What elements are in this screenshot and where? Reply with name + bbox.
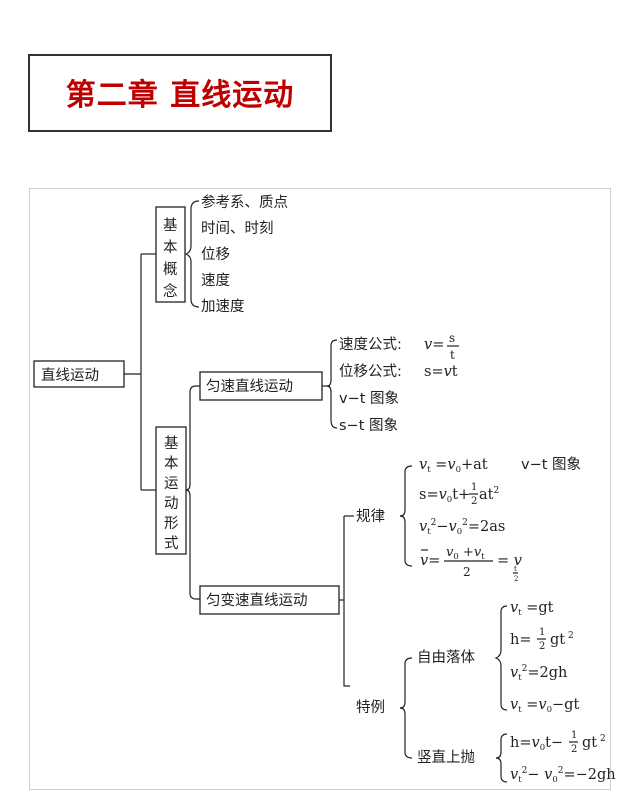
svg-text:vt2−v02=2as: vt2−v02=2as — [419, 518, 505, 537]
root-node-label: 直线运动 — [41, 367, 99, 384]
svg-text:vt =gt: vt =gt — [510, 600, 554, 618]
svg-text:v=: v= — [424, 337, 444, 353]
variable-trunk — [343, 516, 350, 687]
rules-brace — [399, 465, 413, 567]
motion-label-char: 基 — [164, 435, 179, 452]
svg-text:s: s — [449, 331, 455, 345]
concepts-brace — [184, 200, 200, 308]
root-node-box — [33, 360, 125, 388]
svg-text:h=: h= — [510, 632, 532, 648]
svg-text:vt =v0−gt: vt =v0−gt — [510, 697, 579, 715]
displacement-formula-label: 位移公式: — [339, 363, 402, 380]
svg-text:t: t — [450, 348, 455, 362]
motion-label-char: 本 — [164, 455, 179, 472]
motion-label-char: 形 — [164, 515, 179, 532]
svg-text:1: 1 — [571, 730, 577, 741]
rule-formula-4: v= v0 +vt 2 = v t 2 — [420, 545, 523, 583]
svg-text:v0 +vt: v0 +vt — [446, 545, 485, 562]
free-fall-label: 自由落体 — [417, 649, 475, 666]
vertical-throw-label: 竖直上抛 — [417, 749, 475, 766]
svg-text:at2: at2 — [479, 486, 499, 503]
concept-label-char: 基 — [163, 217, 178, 234]
motion-label-char: 运 — [164, 475, 179, 492]
svg-text:vt2=2gh: vt2=2gh — [510, 664, 567, 683]
uniform-st-graph: s−t 图象 — [339, 417, 398, 434]
rules-label: 规律 — [356, 508, 385, 525]
concept-item: 加速度 — [201, 298, 245, 315]
svg-text:1: 1 — [471, 482, 477, 493]
diagram-frame — [29, 188, 611, 790]
motion-brace — [185, 385, 200, 600]
vertical-throw-formula-2: vt2− v02=−2gh — [510, 766, 616, 785]
svg-text:1: 1 — [539, 627, 545, 638]
motion-label-char: 动 — [164, 495, 179, 512]
concept-label-char: 概 — [163, 261, 178, 278]
variable-motion-box — [199, 585, 340, 615]
svg-text:gt 2: gt 2 — [582, 734, 606, 751]
motion-label-char: 式 — [164, 535, 179, 552]
free-fall-formula-4: vt =v0−gt — [510, 697, 579, 715]
vertical-throw-formula-1: h=v0t− 1 2 gt 2 — [510, 730, 606, 755]
concept-label-char: 本 — [163, 239, 178, 256]
variable-motion-label: 匀变速直线运动 — [206, 592, 308, 609]
concept-item: 位移 — [201, 246, 230, 263]
svg-text:2: 2 — [463, 565, 471, 579]
svg-text:t: t — [514, 565, 517, 573]
concept-label-char: 念 — [163, 282, 178, 300]
svg-text:2: 2 — [571, 744, 577, 755]
page-title: 第二章 直线运动 — [65, 78, 295, 113]
variable-vt-graph: v−t 图象 — [521, 456, 581, 473]
rule-formula-3: vt2−v02=2as — [419, 518, 505, 537]
uniform-brace — [326, 339, 338, 429]
free-fall-formula-1: vt =gt — [510, 600, 554, 618]
svg-text:vt2− v02=−2gh: vt2− v02=−2gh — [510, 766, 616, 785]
free-fall-brace — [494, 605, 508, 711]
basic-concepts-box — [155, 206, 186, 303]
examples-label: 特例 — [356, 699, 385, 716]
uniform-vt-graph: v−t 图象 — [339, 390, 399, 407]
svg-text:2: 2 — [514, 575, 518, 583]
svg-text:v=: v= — [420, 553, 440, 569]
basic-concepts-node: 基 本 概 念 — [155, 206, 186, 303]
title-box: 第二章 直线运动 — [28, 54, 332, 132]
concept-item: 速度 — [201, 272, 230, 289]
rule-formula-2: s=v0t+ 1 2 at2 — [419, 482, 499, 507]
basic-motion-node: 基 本 运 动 形 式 — [155, 426, 187, 555]
uniform-motion-label: 匀速直线运动 — [206, 378, 293, 395]
examples-brace — [399, 657, 413, 759]
vertical-throw-brace — [495, 733, 508, 783]
rule-formula-1: vt =v0+at — [419, 457, 488, 475]
free-fall-formula-3: vt2=2gh — [510, 664, 567, 683]
svg-text:vt =v0+at: vt =v0+at — [419, 457, 488, 475]
velocity-formula-label: 速度公式: — [339, 336, 402, 353]
svg-text:h=v0t−: h=v0t− — [510, 735, 563, 753]
svg-text:s=v0t+: s=v0t+ — [419, 487, 470, 505]
velocity-formula: v= s t — [424, 331, 459, 362]
svg-text:gt 2: gt 2 — [550, 631, 574, 648]
concept-item: 参考系、质点 — [201, 194, 288, 211]
uniform-motion-box — [199, 371, 323, 401]
concept-item: 时间、时刻 — [201, 220, 274, 237]
svg-text:2: 2 — [471, 496, 477, 507]
free-fall-formula-2: h= 1 2 gt 2 — [510, 627, 574, 652]
svg-text:= v: = v — [497, 553, 523, 569]
svg-text:2: 2 — [539, 641, 545, 652]
displacement-formula: s=vt — [424, 364, 458, 380]
